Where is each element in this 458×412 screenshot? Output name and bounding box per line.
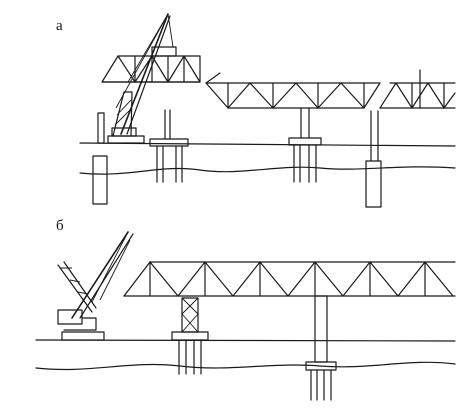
temporary-tower-b bbox=[171, 297, 209, 375]
right-truss-a bbox=[379, 69, 456, 109]
pile-left-a bbox=[92, 112, 108, 205]
main-truss-b bbox=[123, 261, 456, 297]
panel-a bbox=[79, 13, 456, 208]
crane-a bbox=[107, 13, 174, 144]
temporary-support-a bbox=[149, 109, 189, 183]
main-truss-a bbox=[205, 72, 381, 109]
crane-b bbox=[57, 231, 134, 341]
panel-label-a: а bbox=[56, 18, 63, 34]
main-pier-a bbox=[288, 107, 322, 183]
main-pier-b bbox=[305, 295, 337, 401]
riverbed-b bbox=[35, 361, 456, 371]
riverbed-a bbox=[79, 166, 456, 175]
panel-label-b: б bbox=[56, 218, 64, 234]
truss-under-erection-a bbox=[101, 46, 201, 83]
right-pier-a bbox=[365, 110, 382, 208]
panel-b bbox=[35, 231, 456, 401]
water-line-b bbox=[35, 339, 456, 342]
